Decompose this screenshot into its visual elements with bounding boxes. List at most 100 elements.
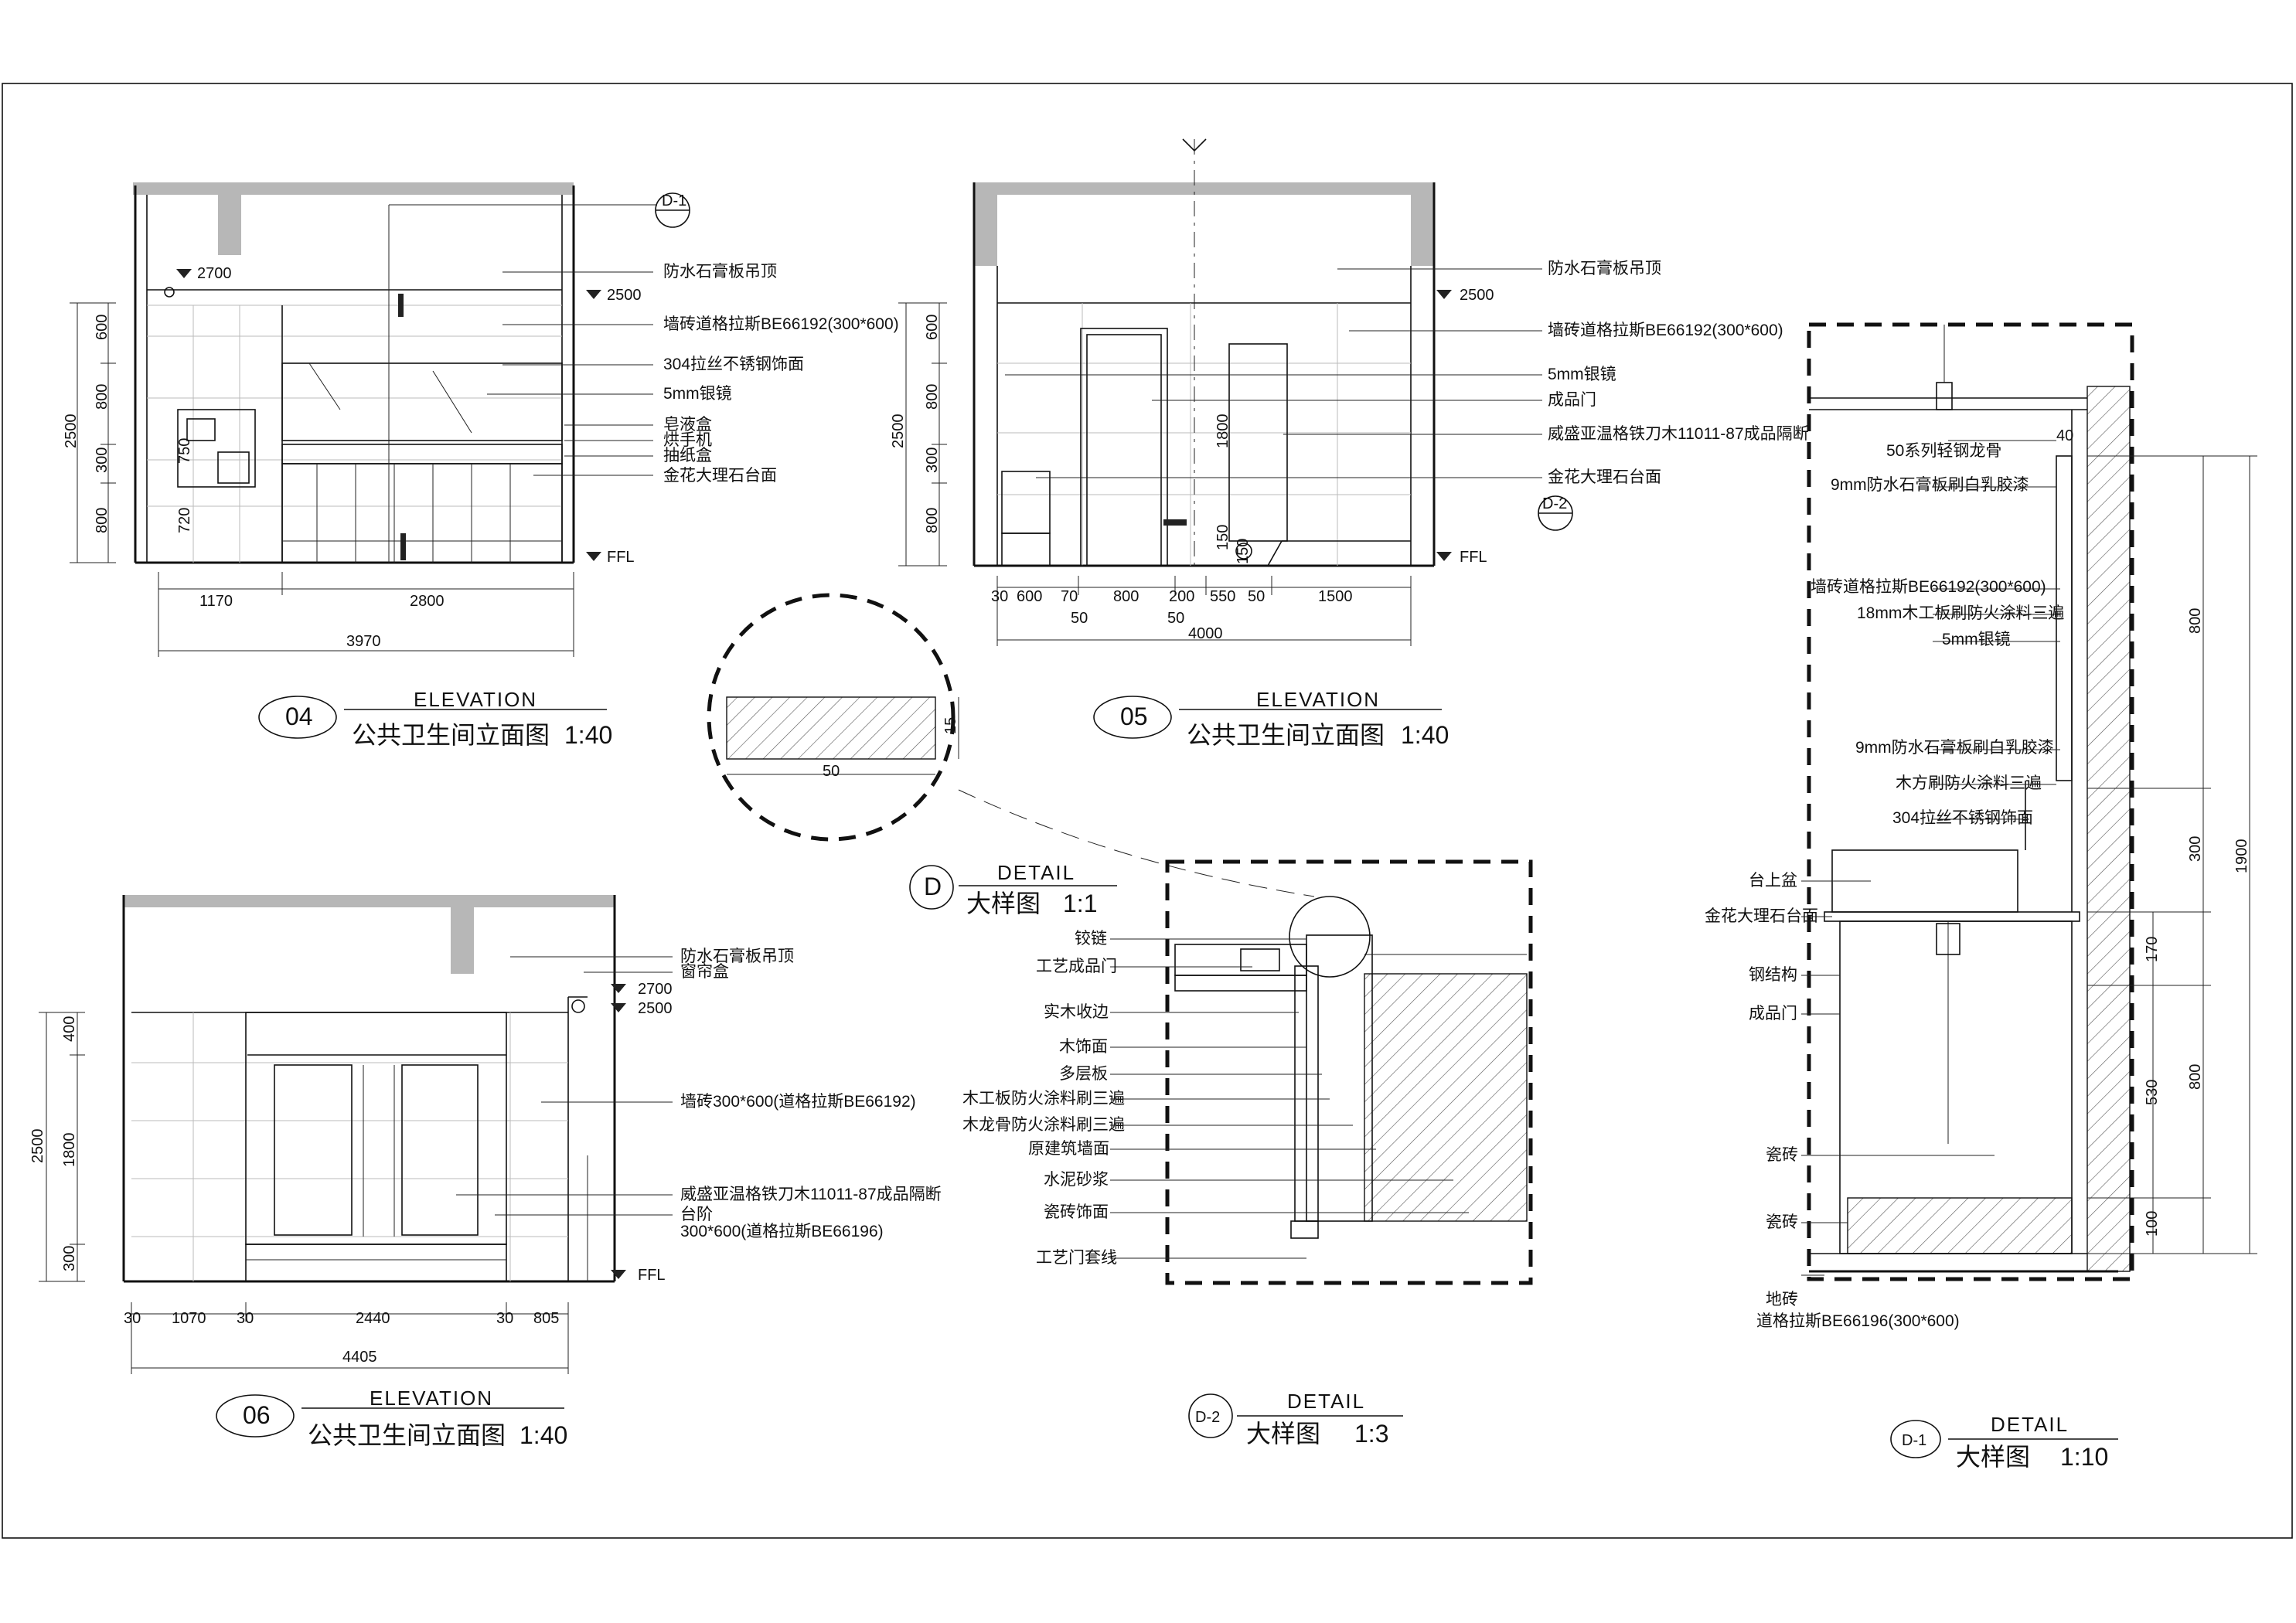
detail-d2 [1110, 859, 1533, 1438]
dd-dim-15: 15 [942, 717, 959, 734]
e05-label-cn: 公共卫生间立面图 [1187, 721, 1385, 749]
d2-note-trim: 工艺门套线 [1036, 1249, 1117, 1267]
dd-dim-50: 50 [823, 763, 840, 780]
d2-note-keel: 木龙骨防火涂料刷三遍 [962, 1116, 1125, 1134]
d1-note-tile-a: 瓷砖 [1766, 1146, 1798, 1164]
d2-label-en: DETAIL [1287, 1390, 1365, 1413]
e06-dim-2440: 2440 [356, 1310, 390, 1327]
e04-note-ceiling: 防水石膏板吊顶 [663, 263, 777, 281]
e05-label-en: ELEVATION [1256, 688, 1380, 711]
d2-scale: 1:3 [1354, 1420, 1388, 1448]
e06-level-ffl: FFL [638, 1267, 666, 1284]
e06-note-partition: 威盛亚温格铁刀木11011-87成品隔断 [680, 1186, 942, 1203]
d2-note-mortar: 水泥砂浆 [1044, 1171, 1109, 1189]
e05-dim-150a: 150 [1214, 525, 1231, 550]
d2-note-veneer: 木饰面 [1059, 1038, 1108, 1056]
e05-dim-2500: 2500 [890, 414, 907, 449]
e05-dim-50c: 50 [1167, 610, 1184, 627]
e04-level-2500: 2500 [607, 287, 642, 304]
d2-bubble: D-2 [1195, 1409, 1220, 1426]
d2-note-hinge: 铰链 [1075, 930, 1107, 948]
d1-dim-300: 300 [2187, 836, 2204, 862]
dd-label-cn: 大样图 [966, 890, 1041, 917]
e04-note-marble: 金花大理石台面 [663, 467, 777, 485]
d2-note-ply: 多层板 [1059, 1065, 1108, 1083]
d1-bubble: D-1 [1902, 1432, 1926, 1449]
e04-note-mirror: 5mm银镜 [663, 385, 732, 403]
e06-bubble: 06 [243, 1401, 271, 1429]
d1-note-board2: 9mm防水石膏板刷白乳胶漆 [1855, 739, 2054, 757]
e06-dim-1070: 1070 [172, 1310, 206, 1327]
e06-dim-30b: 30 [237, 1310, 254, 1327]
e06-note-ceiling: 防水石膏板吊顶 [680, 948, 794, 965]
e04-dim-800: 800 [94, 384, 111, 410]
elevation-04 [70, 182, 690, 739]
e06-note-step: 台阶 [680, 1206, 713, 1223]
d2-label-cn: 大样图 [1246, 1420, 1320, 1448]
d2-note-board: 木工板防火涂料刷三遍 [962, 1090, 1125, 1108]
e04-dim-600: 600 [94, 315, 111, 340]
e05-dim-600: 600 [924, 315, 941, 340]
elevation-06 [39, 895, 673, 1438]
sheet-border [2, 83, 2293, 1539]
d1-dim-1900: 1900 [2233, 839, 2250, 874]
e05-scale: 1:40 [1401, 721, 1449, 749]
e04-marker-d1: D-1 [662, 192, 686, 209]
e05-note-door: 成品门 [1548, 391, 1596, 409]
e06-dim-30a: 30 [124, 1310, 141, 1327]
e06-note-tile: 墙砖300*600(道格拉斯BE66192) [680, 1093, 916, 1111]
e05-dim-800h: 800 [1113, 588, 1139, 605]
e05-dim-600h: 600 [1017, 588, 1042, 605]
e04-note-dryer: 烘手机 [663, 431, 712, 449]
d1-note-timber: 木方刷防火涂料三遍 [1896, 774, 2042, 792]
d2-note-door: 工艺成品门 [1036, 958, 1117, 975]
e04-level-2700: 2700 [197, 265, 232, 282]
e06-dim-1800: 1800 [61, 1133, 78, 1168]
d2-note-edge: 实木收边 [1044, 1003, 1109, 1021]
d1-note-board1: 9mm防水石膏板刷白乳胶漆 [1831, 476, 2029, 494]
e04-dim-750: 750 [176, 438, 193, 464]
d1-note-basin: 台上盆 [1749, 872, 1797, 890]
d2-note-wall: 原建筑墙面 [1028, 1140, 1109, 1158]
e04-dim-1170: 1170 [199, 593, 233, 610]
e04-dim-2500: 2500 [63, 414, 80, 449]
e04-note-tile: 墙砖道格拉斯BE66192(300*600) [663, 315, 899, 333]
e04-note-soap: 皂液盒 [663, 416, 712, 434]
e04-dim-800b: 800 [94, 508, 111, 533]
e05-dim-550: 550 [1210, 588, 1235, 605]
e06-scale: 1:40 [519, 1421, 567, 1449]
e05-dim-1500: 1500 [1318, 588, 1353, 605]
e06-dim-4405: 4405 [342, 1349, 377, 1366]
e06-dim-30c: 30 [496, 1310, 513, 1327]
d1-scale: 1:10 [2060, 1443, 2108, 1471]
d1-label-en: DETAIL [1991, 1413, 2069, 1436]
e04-label-en: ELEVATION [414, 688, 537, 711]
e05-dim-4000: 4000 [1188, 625, 1223, 642]
d1-note-frame: 钢结构 [1749, 966, 1797, 984]
detail-d1 [1801, 322, 2257, 1458]
e05-dim-200: 200 [1169, 588, 1194, 605]
e05-dim-70: 70 [1061, 588, 1078, 605]
d1-note-plywood: 18mm木工板刷防火涂料三遍 [1857, 604, 2064, 622]
e05-note-ceiling: 防水石膏板吊顶 [1548, 260, 1661, 277]
elevation-05 [898, 138, 1573, 739]
e05-note-partition: 威盛亚温格铁刀木11011-87成品隔断 [1548, 425, 1809, 443]
dd-scale: 1:1 [1063, 890, 1097, 917]
e05-marker-d2: D-2 [1542, 495, 1567, 512]
d1-note-marble: 金花大理石台面 [1705, 907, 1818, 925]
dd-label-en: DETAIL [997, 861, 1075, 884]
d1-note-steel: 304拉丝不锈钢饰面 [1892, 809, 2033, 827]
detail-d [707, 593, 1315, 910]
d1-dim-100: 100 [2144, 1211, 2161, 1237]
e06-note-curtain: 窗帘盒 [680, 963, 729, 981]
d1-dim-530: 530 [2144, 1080, 2161, 1105]
e06-dim-300: 300 [61, 1246, 78, 1271]
e05-dim-1800: 1800 [1214, 414, 1231, 449]
e04-dim-3970: 3970 [346, 633, 381, 650]
e06-note-floor: 300*600(道格拉斯BE66196) [680, 1223, 884, 1240]
e05-note-tile: 墙砖道格拉斯BE66192(300*600) [1548, 322, 1783, 339]
dd-bubble: D [924, 873, 942, 900]
e05-note-marble: 金花大理石台面 [1548, 468, 1661, 486]
d1-note-floor-spec: 道格拉斯BE66196(300*600) [1756, 1312, 1960, 1330]
